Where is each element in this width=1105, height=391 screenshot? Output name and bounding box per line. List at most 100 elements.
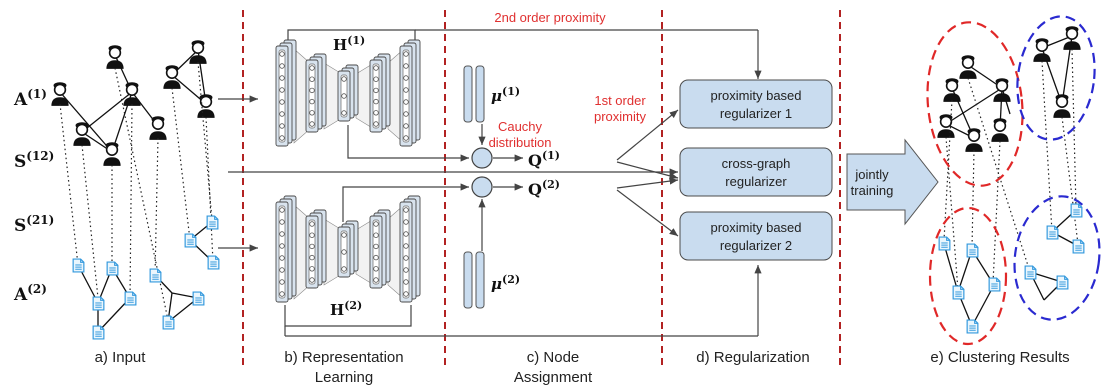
regularizer-box-2: cross-graph regularizer — [679, 147, 833, 197]
cluster-red-top — [926, 21, 1024, 187]
neuron-node — [403, 279, 409, 285]
assignment-node-2 — [471, 176, 493, 198]
neuron-node — [403, 267, 409, 273]
matrix-a2-label: A(2) — [13, 282, 47, 305]
person-icon — [992, 77, 1012, 103]
neuron-node — [373, 254, 379, 261]
regularizer-1-line1: proximity based — [710, 88, 801, 103]
document-icon — [1046, 225, 1059, 240]
document-icon — [184, 233, 197, 248]
person-icon — [1052, 93, 1072, 119]
document-icon — [952, 285, 965, 300]
neuron-node — [373, 65, 379, 71]
neuron-node — [279, 75, 285, 81]
neuron-node — [309, 243, 315, 250]
neuron-node — [279, 231, 285, 237]
neuron-node — [403, 75, 409, 81]
neuron-node — [309, 76, 315, 82]
document-icon — [1024, 265, 1037, 280]
neuron-node — [341, 249, 347, 255]
person-icon — [122, 81, 142, 107]
caption-input: a) Input — [95, 349, 147, 366]
cluster-outlines — [926, 15, 1101, 346]
caption-assignment-line1: c) Node — [527, 349, 580, 366]
person-icon — [964, 127, 984, 153]
document-icon — [149, 268, 162, 283]
graph-1-person-nodes — [50, 39, 216, 167]
neuron-node — [309, 232, 315, 238]
person-icon — [196, 93, 216, 119]
regularizer-box-1: proximity based regularizer 1 — [679, 79, 833, 129]
neuron-node — [403, 99, 409, 105]
neuron-node — [373, 221, 379, 227]
neuron-node — [279, 123, 285, 129]
first-order-proximity-line2: proximity — [594, 109, 647, 124]
autoencoder-layers — [275, 39, 421, 147]
person-icon — [105, 44, 125, 70]
document-icon — [92, 325, 105, 340]
jointly-training-arrow: jointly training — [846, 138, 939, 226]
document-icon — [106, 261, 119, 276]
person-icon — [942, 77, 962, 103]
neuron-node — [279, 87, 285, 93]
neuron-node — [279, 291, 285, 297]
caption-clustering: e) Clustering Results — [930, 349, 1069, 366]
centroid-mu2: μ(2) — [463, 251, 520, 309]
document-icon — [988, 277, 1001, 292]
person-icon — [72, 121, 92, 147]
person-icon — [1032, 37, 1052, 63]
cauchy-label-line2: distribution — [489, 135, 552, 150]
autoencoder-layers — [275, 195, 421, 303]
neuron-node — [309, 98, 315, 105]
neuron-node — [373, 98, 379, 105]
neuron-node — [279, 219, 285, 225]
caption-assignment-line2: Assignment — [514, 369, 593, 386]
layer-inner — [278, 205, 286, 299]
neuron-node — [279, 243, 285, 249]
document-icon — [966, 243, 979, 258]
neuron-node — [309, 65, 315, 71]
neuron-node — [373, 266, 379, 272]
cluster-red-bottom — [928, 206, 1008, 346]
autoencoder-2: H(2) — [275, 195, 421, 327]
matrix-s21-label: S(21) — [14, 213, 54, 236]
regularizer-3-line1: proximity based — [710, 220, 801, 235]
encoder-h1-label: H(1) — [333, 34, 365, 54]
neuron-node — [279, 255, 285, 261]
document-icon — [966, 319, 979, 334]
person-icon — [990, 117, 1010, 143]
clustering-results — [926, 15, 1101, 346]
document-icon — [124, 291, 137, 306]
cluster-graph-2-edges — [943, 209, 1079, 327]
neuron-node — [309, 266, 315, 272]
autoencoder-1: H(1) — [275, 29, 421, 147]
assignment-node-1 — [471, 147, 493, 169]
person-icon — [102, 141, 122, 167]
neuron-node — [373, 87, 379, 94]
neuron-node — [341, 232, 347, 238]
neuron-node — [403, 231, 409, 237]
mu1-label: μ(1) — [491, 85, 520, 105]
layer-inner — [372, 219, 380, 285]
person-icon — [162, 64, 182, 90]
layer-inner — [308, 63, 316, 129]
neuron-node — [373, 232, 379, 238]
jointly-training-line2: training — [851, 183, 894, 198]
mu2-label: μ(2) — [491, 273, 520, 293]
neuron-node — [403, 207, 409, 213]
neuron-node — [309, 110, 315, 116]
neuron-node — [403, 63, 409, 69]
neuron-node — [403, 111, 409, 117]
matrix-s12-label: S(12) — [14, 149, 54, 172]
neuron-node — [373, 243, 379, 250]
neuron-node — [403, 123, 409, 129]
cluster-cross-links — [943, 48, 1079, 291]
regularizer-3-line2: regularizer 2 — [720, 238, 792, 253]
caption-regularization: d) Regularization — [696, 349, 809, 366]
document-icon — [1070, 203, 1083, 218]
layer-inner — [372, 63, 380, 129]
neuron-node — [403, 291, 409, 297]
cluster-blue-bottom — [1013, 195, 1101, 321]
neuron-node — [403, 219, 409, 225]
second-order-proximity-label: 2nd order proximity — [494, 10, 606, 25]
